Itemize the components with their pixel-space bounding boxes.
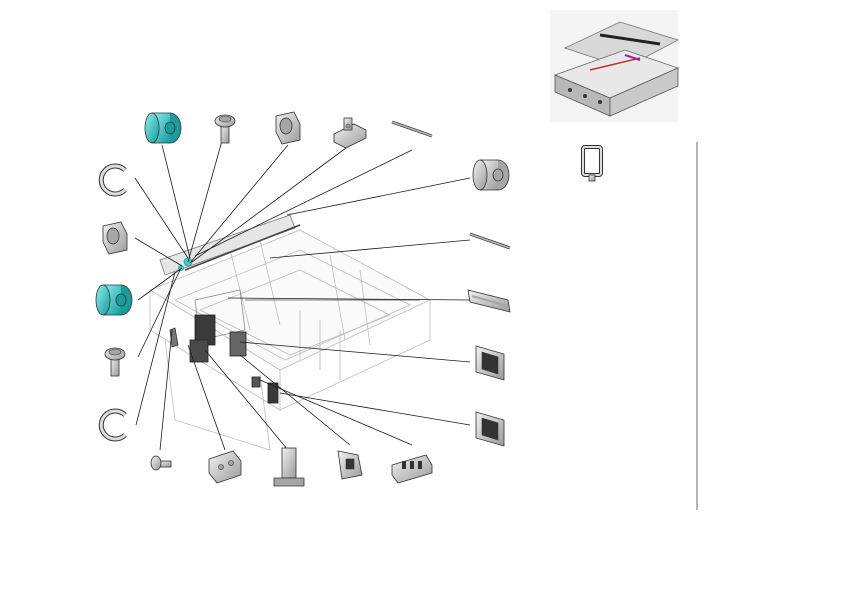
connector-bottom-part bbox=[391, 454, 433, 484]
e-ring-left-bottom-part bbox=[98, 408, 127, 442]
roller-cyan-left-part bbox=[95, 284, 133, 316]
inset-tray-overview bbox=[550, 10, 680, 122]
latch-bottom-part bbox=[337, 450, 363, 480]
leader-lines bbox=[134, 129, 471, 451]
frame-clip-inset-part bbox=[581, 145, 603, 182]
rod-right-part bbox=[469, 232, 511, 250]
e-ring-left-top-part bbox=[98, 163, 127, 197]
bushing-top-part bbox=[275, 111, 301, 145]
shaft-pin-top-part bbox=[214, 114, 236, 144]
stand-bottom-part bbox=[273, 447, 305, 487]
shaft-pin-left-part bbox=[104, 347, 126, 377]
thin-rod-top-part bbox=[391, 120, 433, 138]
bracket-right-1-part bbox=[475, 345, 505, 381]
tray-assembly bbox=[149, 214, 431, 451]
clip-holder-top-part bbox=[333, 117, 367, 149]
screw-bottom-part bbox=[150, 455, 172, 471]
roller-cyan-top-part bbox=[144, 112, 182, 144]
bushing-left-part bbox=[102, 221, 128, 255]
guide-rail-right-part bbox=[467, 289, 511, 313]
bracket-right-2-part bbox=[475, 411, 505, 447]
plate-bottom-part bbox=[208, 450, 242, 484]
roller-gray-right-part bbox=[472, 159, 510, 191]
